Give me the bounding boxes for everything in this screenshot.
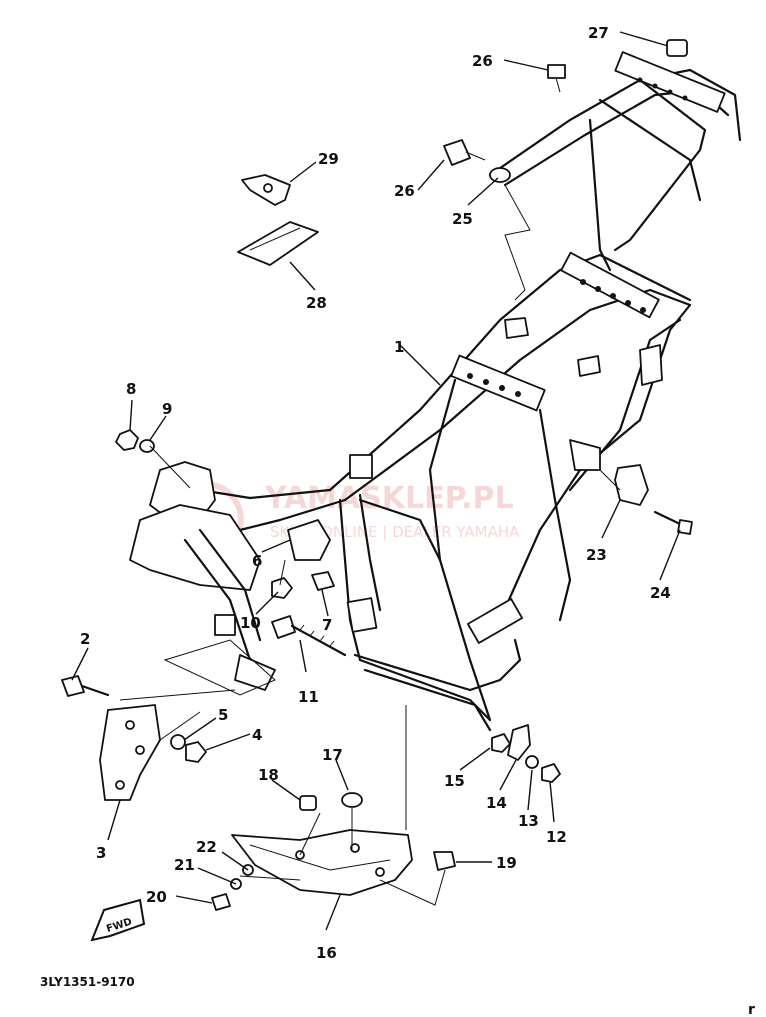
callout-13: 13 [518,812,539,830]
part-20-bolt [211,893,231,911]
part-23-bracket [614,464,649,506]
callout-28: 28 [306,294,327,312]
callout-10: 10 [240,614,261,632]
part-15-nut [491,733,511,753]
callout-11: 11 [298,688,319,706]
diagram-code: 3LY1351-9170 [40,975,135,989]
callout-21: 21 [174,856,195,874]
callout-3: 3 [96,844,106,862]
callout-1: 1 [394,338,404,356]
callout-27: 27 [588,24,609,42]
callout-29: 29 [318,150,339,168]
callout-23: 23 [586,546,607,564]
assembly-guide-lines [119,445,621,906]
part-5-washer [170,734,186,750]
callout-12: 12 [546,828,567,846]
callout-17: 17 [322,746,343,764]
part-29-bracket [241,174,291,206]
part-9-washer [139,439,155,453]
part-12-nut [541,763,561,783]
part-27-plug [666,39,688,57]
callout-5: 5 [218,706,228,724]
part-3-bracket [99,704,161,801]
forward-direction-arrow: FWD [90,898,146,942]
callout-7: 7 [322,616,332,634]
part-26-bolt-lower [443,139,486,166]
callout-22: 22 [196,838,217,856]
callout-24: 24 [650,584,671,602]
callout-18: 18 [258,766,279,784]
callout-8: 8 [126,380,136,398]
callout-14: 14 [486,794,507,812]
corner-mark: r [748,1002,755,1017]
part-26-bolt-upper [547,64,566,93]
part-8-nut [115,429,139,451]
callout-26-lower: 26 [394,182,415,200]
part-4-nut [185,741,207,763]
callout-19: 19 [496,854,517,872]
part-19-plug [433,851,456,871]
part-7-bolt [311,571,335,591]
callout-2: 2 [80,630,90,648]
part-25-collar [489,167,531,301]
callout-20: 20 [146,888,167,906]
part-24-bolt [653,510,693,535]
callout-26-upper: 26 [472,52,493,70]
part-28-pad [237,221,319,266]
callout-25: 25 [452,210,473,228]
callout-16: 16 [316,944,337,962]
part-14-bracket [507,724,531,761]
part-6-bracket [287,519,331,561]
part-11-long-bolt [271,615,347,657]
callout-4: 4 [252,726,262,744]
part-16-skid-plate [231,829,413,896]
watermark-subtitle: SKLEP ONLINE | DEALER YAMAHA [270,523,520,541]
callout-6: 6 [252,552,262,570]
part-13-washer [525,755,539,769]
callout-9: 9 [162,400,172,418]
callout-15: 15 [444,772,465,790]
callout-labels: 1 2 3 4 5 6 7 8 9 10 11 12 13 14 15 16 1… [80,24,671,962]
leader-lines [71,31,681,931]
main-frame [129,51,742,732]
part-2-bolt [61,675,110,697]
part-18-collar [299,795,317,811]
part-17-grommet [341,792,363,808]
